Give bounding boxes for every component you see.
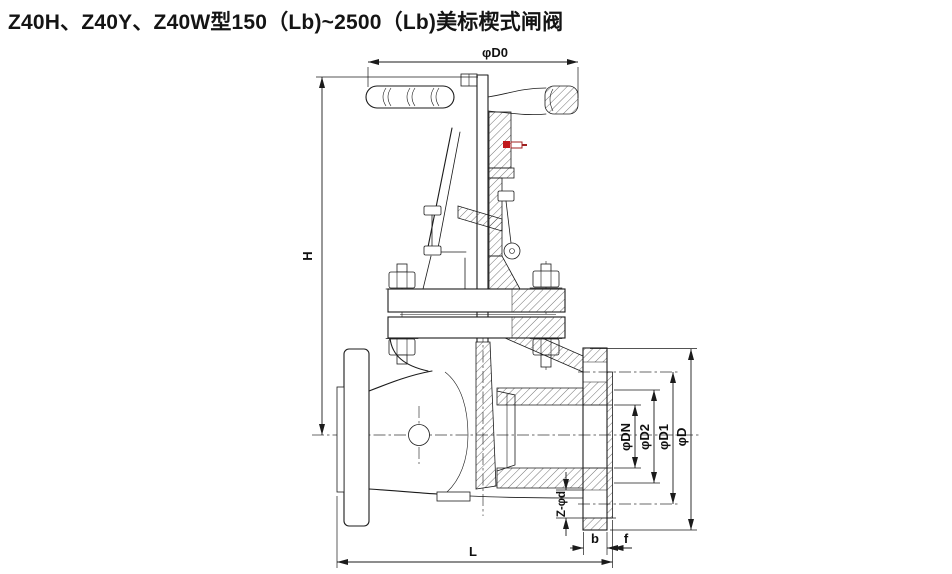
handwheel-rim-section (544, 85, 579, 115)
dim-f: f (612, 520, 632, 568)
dim-label-h: H (300, 251, 315, 260)
dim-label-dn: φDN (618, 423, 633, 451)
dim-label-b: b (591, 531, 599, 546)
wedge-gate (475, 341, 497, 490)
dim-h: H (300, 76, 478, 435)
dim-dn: φDN (614, 404, 641, 469)
dim-d2: φD2 (614, 389, 660, 484)
dim-zd: Z-φd (556, 472, 616, 536)
handwheel (365, 73, 579, 116)
dim-d1: φD1 (656, 372, 676, 504)
raised-face (606, 371, 613, 519)
dim-d: φD (590, 348, 697, 531)
seat-ring (496, 390, 516, 472)
dim-label-f: f (624, 531, 629, 546)
valve-body (336, 337, 613, 531)
grease-fitting (503, 141, 527, 149)
dim-label-d: φD (674, 428, 689, 447)
yoke-assembly (422, 127, 521, 290)
dim-label-l: L (469, 544, 477, 559)
dim-label-d2: φD2 (637, 424, 652, 450)
gland-flange (457, 205, 503, 232)
left-flange (336, 348, 370, 527)
right-flange (582, 347, 613, 531)
body-boss (408, 424, 430, 446)
page-title: Z40H、Z40Y、Z40W型150（Lb)~2500（Lb)美标楔式闸阀 (8, 11, 564, 34)
dim-b: b (570, 531, 621, 555)
dim-label-zd: Z-φd (556, 491, 568, 517)
stem-nut-hub (488, 111, 527, 179)
gland-eyebolt (497, 190, 521, 260)
dim-d0: φD0 (367, 45, 579, 98)
dim-label-d0: φD0 (482, 45, 508, 60)
gland-bolts-left (423, 205, 442, 256)
body-foot (436, 491, 471, 502)
dim-label-d1: φD1 (656, 424, 671, 450)
dim-l: L (336, 496, 613, 568)
